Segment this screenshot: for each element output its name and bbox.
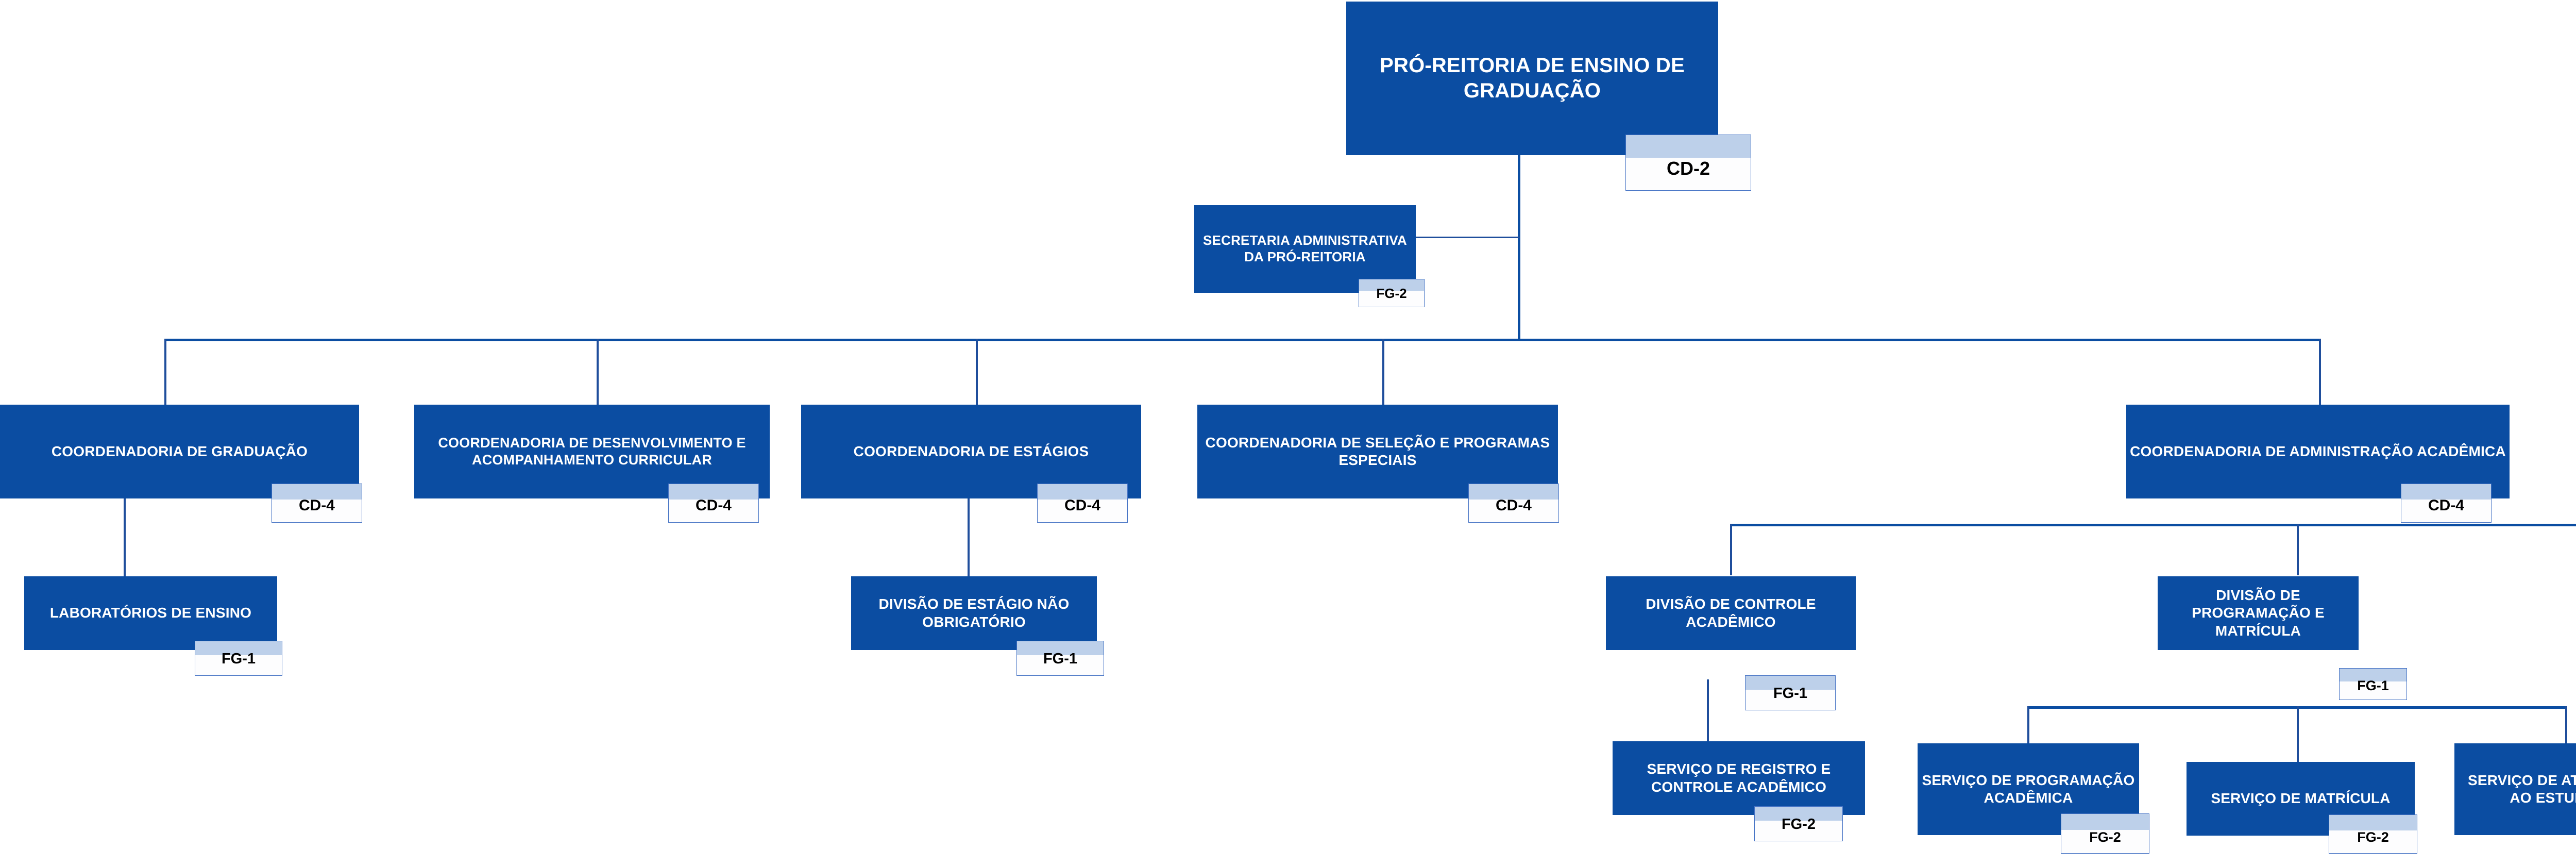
node-label: SERVIÇO DE PROGRAMAÇÃO ACADÊMICA — [1922, 772, 2135, 806]
badge-text: FG-2 — [2357, 829, 2389, 845]
badge-cap — [2329, 815, 2417, 831]
badge-fg-1-div-estagio: FG-1 — [1016, 641, 1104, 676]
badge-cd-4-coord-desenvolvimento: CD-4 — [668, 484, 759, 523]
connector-level2-bus — [164, 339, 2321, 341]
badge-text: FG-1 — [2357, 678, 2389, 693]
connector-drop-laboratorios — [124, 498, 126, 576]
badge-cap — [669, 484, 758, 500]
node-divisao-de-estagio-nao-obrigatorio[interactable]: DIVISÃO DE ESTÁGIO NÃO OBRIGATÓRIO — [851, 576, 1097, 650]
connector-drop-div-programacao — [2297, 524, 2299, 575]
connector-drop-div-controle — [1730, 524, 1732, 575]
connector-drop-coord-administracao — [2319, 339, 2321, 405]
node-label: SERVIÇO DE ATENDIMENTO AO ESTUDANTE — [2467, 772, 2576, 806]
connector-admin-bus — [1730, 524, 2576, 526]
node-label: DIVISÃO DE PROGRAMAÇÃO E MATRÍCULA — [2192, 587, 2325, 639]
badge-fg-1-div-programacao: FG-1 — [2339, 668, 2407, 700]
badge-text: CD-4 — [695, 496, 732, 514]
node-coordenadoria-de-selecao-e-programas-especiais[interactable]: COORDENADORIA DE SELEÇÃO E PROGRAMAS ESP… — [1197, 405, 1558, 498]
badge-cap — [1038, 484, 1127, 500]
node-laboratorios-de-ensino[interactable]: LABORATÓRIOS DE ENSINO — [24, 576, 277, 650]
node-coordenadoria-de-estagios[interactable]: COORDENADORIA DE ESTÁGIOS — [801, 405, 1141, 498]
badge-text: FG-1 — [1043, 651, 1078, 668]
badge-fg-1-laboratorios: FG-1 — [195, 641, 282, 676]
badge-text: FG-2 — [1376, 286, 1407, 302]
badge-text: FG-2 — [2089, 829, 2121, 845]
connector-drop-coord-selecao — [1382, 339, 1384, 405]
badge-fg-2-serv-matricula: FG-2 — [2329, 814, 2417, 854]
node-label: COORDENADORIA DE DESENVOLVIMENTO E ACOMP… — [438, 435, 746, 468]
node-label: COORDENADORIA DE GRADUAÇÃO — [51, 443, 308, 459]
badge-fg-2-serv-programacao: FG-2 — [2061, 813, 2149, 854]
badge-cap — [1017, 641, 1104, 656]
node-divisao-de-programacao-e-matricula[interactable]: DIVISÃO DE PROGRAMAÇÃO E MATRÍCULA — [2158, 576, 2359, 650]
badge-cap — [1359, 279, 1424, 291]
badge-text: CD-4 — [298, 496, 335, 514]
badge-text: FG-1 — [221, 651, 256, 668]
node-coordenadoria-de-graduacao[interactable]: COORDENADORIA DE GRADUAÇÃO — [0, 405, 359, 498]
badge-cap — [272, 484, 362, 500]
node-divisao-de-controle-academico[interactable]: DIVISÃO DE CONTROLE ACADÊMICO — [1606, 576, 1856, 650]
connector-drop-coord-estagios — [976, 339, 978, 405]
badge-cd-2: CD-2 — [1625, 135, 1751, 191]
connector-root-trunk — [1518, 154, 1520, 340]
badge-text: CD-4 — [1495, 496, 1532, 514]
node-label: DIVISÃO DE ESTÁGIO NÃO OBRIGATÓRIO — [878, 596, 1070, 630]
connector-drop-coord-desenvolvimento — [597, 339, 599, 405]
badge-fg-1-div-controle: FG-1 — [1745, 675, 1836, 710]
node-label: SERVIÇO DE REGISTRO E CONTROLE ACADÊMICO — [1647, 761, 1831, 795]
connector-drop-serv-matricula — [2297, 706, 2299, 762]
connector-drop-div-estagio — [968, 498, 970, 576]
connector-drop-serv-atendimento — [2565, 706, 2567, 743]
badge-text: FG-1 — [1773, 685, 1808, 702]
badge-cap — [2340, 669, 2406, 681]
badge-cd-4-coord-graduacao: CD-4 — [272, 484, 362, 523]
badge-cap — [1469, 484, 1558, 500]
badge-cd-4-coord-estagios: CD-4 — [1037, 484, 1128, 523]
node-servico-de-registro-e-controle-academico[interactable]: SERVIÇO DE REGISTRO E CONTROLE ACADÊMICO — [1613, 741, 1865, 815]
badge-text: CD-4 — [2428, 496, 2464, 514]
connector-drop-coord-graduacao — [164, 339, 166, 405]
badge-fg-2-secretaria: FG-2 — [1359, 279, 1425, 307]
node-servico-de-atendimento-ao-estudante[interactable]: SERVIÇO DE ATENDIMENTO AO ESTUDANTE — [2454, 743, 2576, 835]
node-label: SERVIÇO DE MATRÍCULA — [2211, 790, 2391, 807]
badge-text: FG-2 — [1781, 816, 1816, 833]
connector-secretaria-stub — [1375, 237, 1520, 238]
node-label: COORDENADORIA DE SELEÇÃO E PROGRAMAS ESP… — [1205, 434, 1550, 468]
node-label: PRÓ-REITORIA DE ENSINO DE GRADUAÇÃO — [1380, 54, 1685, 102]
node-secretaria-administrativa-da-pro-reitoria[interactable]: SECRETARIA ADMINISTRATIVA DA PRÓ-REITORI… — [1194, 205, 1416, 293]
node-label: LABORATÓRIOS DE ENSINO — [49, 605, 252, 621]
badge-cd-4-coord-selecao: CD-4 — [1468, 484, 1559, 523]
badge-cap — [2061, 814, 2149, 830]
badge-cd-4-coord-administracao: CD-4 — [2401, 484, 2492, 523]
node-coordenadoria-de-administracao-academica[interactable]: COORDENADORIA DE ADMINISTRAÇÃO ACADÊMICA — [2126, 405, 2510, 498]
badge-cap — [2401, 484, 2491, 500]
node-label: SECRETARIA ADMINISTRATIVA DA PRÓ-REITORI… — [1203, 232, 1407, 264]
node-label: DIVISÃO DE CONTROLE ACADÊMICO — [1646, 596, 1816, 630]
node-label: COORDENADORIA DE ESTÁGIOS — [853, 443, 1089, 459]
connector-drop-serv-registro-controle — [1707, 679, 1709, 741]
badge-text: CD-4 — [1064, 496, 1100, 514]
badge-fg-2-serv-registro-controle: FG-2 — [1754, 806, 1843, 841]
badge-cap — [1755, 807, 1842, 821]
badge-text: CD-2 — [1666, 157, 1710, 179]
node-label: COORDENADORIA DE ADMINISTRAÇÃO ACADÊMICA — [2130, 443, 2506, 459]
node-coordenadoria-de-desenvolvimento-e-acompanhamento-curricular[interactable]: COORDENADORIA DE DESENVOLVIMENTO E ACOMP… — [414, 405, 770, 498]
badge-cap — [1745, 676, 1835, 690]
node-pro-reitoria-de-ensino-de-graduacao[interactable]: PRÓ-REITORIA DE ENSINO DE GRADUAÇÃO — [1346, 2, 1718, 155]
badge-cap — [195, 641, 282, 656]
badge-cap — [1626, 135, 1751, 158]
connector-drop-serv-programacao — [2027, 706, 2029, 743]
